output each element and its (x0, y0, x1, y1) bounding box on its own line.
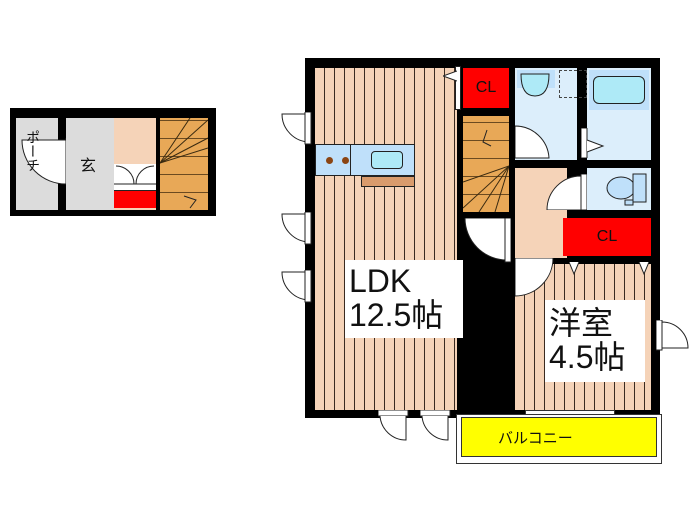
entrance-area (66, 118, 114, 210)
closet-top: CL (463, 68, 509, 108)
ldk-window-bottom-1-icon (378, 410, 410, 442)
washroom-door-icon (515, 124, 553, 160)
closet-right: CL (563, 218, 651, 256)
ground-floor-plan: ポーチ 玄 (10, 108, 216, 216)
bathroom-door-icon (581, 128, 611, 158)
western-room-window-right-icon (656, 320, 690, 354)
western-room-label: 洋室 4.5帖 (545, 300, 645, 382)
stove-burner-icon (326, 157, 333, 164)
toilet-door-icon (545, 174, 587, 210)
washbasin-icon (517, 70, 555, 100)
ldk-window-bottom-2-icon (420, 410, 452, 442)
ldk-name: LDK (349, 263, 412, 300)
porch-label: ポーチ (25, 130, 41, 172)
ldk-window-left-3-icon (280, 270, 312, 304)
ldk-door-icon (461, 218, 511, 268)
kitchen-cabinet (361, 176, 415, 187)
kitchen-counter (315, 144, 415, 176)
ldk-room (315, 68, 457, 410)
closet-right-door-marker-icon (569, 262, 649, 276)
closet-right-label: CL (596, 228, 618, 245)
ground-stairs (160, 118, 208, 210)
stove-burner-icon (342, 157, 349, 164)
shoe-cabinet-door-icon (114, 164, 156, 190)
ldk-window-left-1-icon (280, 112, 312, 146)
western-room-name: 洋室 (549, 305, 614, 342)
closet-top-label: CL (475, 79, 497, 96)
ldk-window-left-2-icon (280, 212, 312, 246)
closet-door-marker-icon (443, 70, 457, 82)
balcony: バルコニー (456, 414, 662, 464)
shoe-cabinet (114, 190, 156, 208)
ldk-label: LDK 12.5帖 (345, 260, 463, 338)
western-room-size: 4.5帖 (549, 339, 626, 375)
entrance-label: 玄 (80, 158, 97, 175)
washing-machine-space (559, 70, 587, 98)
upper-stairs (463, 116, 509, 212)
western-room-door-icon (515, 258, 555, 298)
balcony-label: バルコニー (498, 429, 573, 447)
toilet-icon (605, 172, 649, 206)
ldk-size: 12.5帖 (349, 297, 444, 333)
sink-icon (371, 151, 403, 169)
upper-floor-plan: LDK 12.5帖 CL CL (305, 58, 660, 418)
bathtub-icon (589, 70, 649, 110)
